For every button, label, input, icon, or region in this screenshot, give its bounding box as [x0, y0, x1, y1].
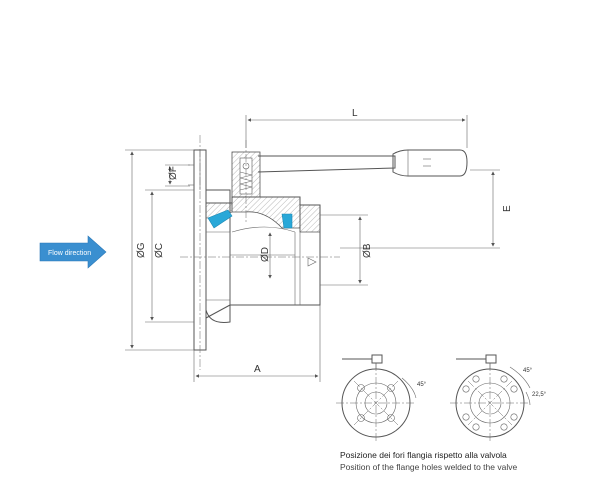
dim-label-E: E	[502, 205, 513, 212]
dim-label-A: A	[254, 364, 261, 375]
dim-label-B: ØB	[362, 243, 373, 258]
angle-label-45-right: 45°	[523, 368, 533, 374]
handle-grip	[392, 149, 468, 177]
caption-italian: Posizione dei fori flangia rispetto alla…	[340, 450, 507, 460]
angle-label-45-left: 45°	[417, 382, 427, 388]
flange-view-4-holes: 45°	[336, 354, 427, 443]
seat-seal-right	[281, 213, 293, 229]
dim-label-F: ØF	[168, 166, 179, 180]
flange-position-caption: Posizione dei fori flangia rispetto alla…	[340, 450, 517, 472]
flange-view-8-holes: 45° 22,5°	[450, 354, 547, 443]
dim-label-D: ØD	[260, 247, 271, 262]
dim-label-G: ØG	[136, 242, 147, 258]
seat-seal-left	[207, 209, 233, 229]
caption-english: Position of the flange holes welded to t…	[340, 462, 517, 472]
stem-spring	[239, 171, 253, 191]
flow-direction-label: Flow direction	[48, 250, 91, 257]
flow-arrow-shape	[39, 235, 107, 269]
dimension-lines: L E ØF ØG ØC ØD ØB A	[125, 108, 513, 382]
angle-label-22-5: 22,5°	[532, 392, 547, 398]
dim-label-C: ØC	[154, 243, 165, 258]
valve-main-view	[180, 135, 468, 370]
end-cap-hatched	[299, 204, 321, 233]
valve-handle	[257, 155, 396, 173]
dim-label-L: L	[352, 108, 358, 119]
flow-direction-arrow: Flow direction	[39, 235, 107, 269]
